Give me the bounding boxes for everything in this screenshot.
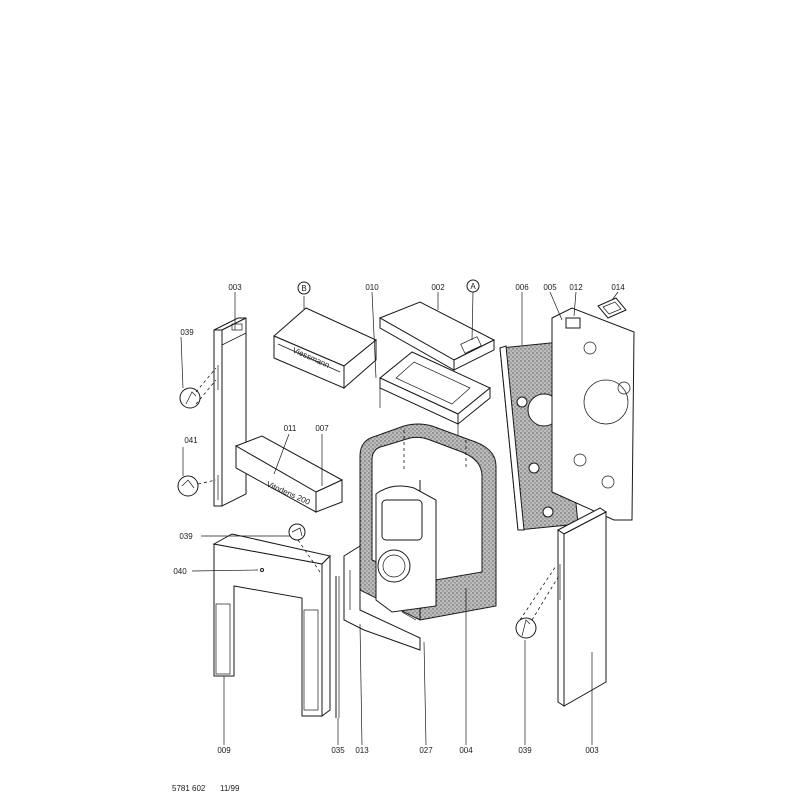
top-cover xyxy=(378,301,496,371)
lower-front-panel: Vitodens 200 xyxy=(234,435,344,513)
label-039-top: 039 xyxy=(180,328,194,337)
rear-wall-plate xyxy=(551,307,635,521)
label-035: 035 xyxy=(331,746,345,755)
label-004: 004 xyxy=(459,746,473,755)
label-009: 009 xyxy=(217,746,231,755)
label-039-mid: 039 xyxy=(179,532,193,541)
label-003-bottom: 003 xyxy=(585,746,599,755)
label-005: 005 xyxy=(543,283,557,292)
small-clip xyxy=(597,297,627,319)
mounting-frame xyxy=(379,351,491,440)
detail-circles xyxy=(177,367,561,639)
left-side-panel xyxy=(213,317,247,507)
part-labels: 003 039 041 011 007 010 002 006 005 012 … xyxy=(173,283,625,755)
label-006: 006 xyxy=(515,283,529,292)
label-040: 040 xyxy=(173,567,187,576)
right-side-panel xyxy=(557,507,607,707)
label-014: 014 xyxy=(611,283,625,292)
label-013: 013 xyxy=(355,746,369,755)
label-010: 010 xyxy=(365,283,379,292)
callout-a-label: A xyxy=(470,282,476,291)
front-cover-panel xyxy=(212,533,331,717)
burner-assembly xyxy=(375,485,437,621)
label-041: 041 xyxy=(184,436,198,445)
label-039-bottom: 039 xyxy=(518,746,532,755)
callout-a: A xyxy=(466,279,480,293)
callout-b: B xyxy=(297,281,311,295)
label-012: 012 xyxy=(569,283,583,292)
label-002: 002 xyxy=(431,283,445,292)
label-011: 011 xyxy=(284,424,297,433)
leader-lines xyxy=(180,291,619,746)
label-007: 007 xyxy=(315,424,329,433)
sealing-strip xyxy=(335,576,340,718)
document-date: 11/99 xyxy=(220,784,240,793)
footer: 5781 602 11/99 xyxy=(172,784,240,793)
control-box: Viessmann xyxy=(273,307,377,390)
label-027: 027 xyxy=(419,746,433,755)
document-number: 5781 602 xyxy=(172,784,206,793)
callout-b-label: B xyxy=(301,284,306,293)
mounting-bracket xyxy=(343,545,421,651)
label-003-top: 003 xyxy=(228,283,242,292)
